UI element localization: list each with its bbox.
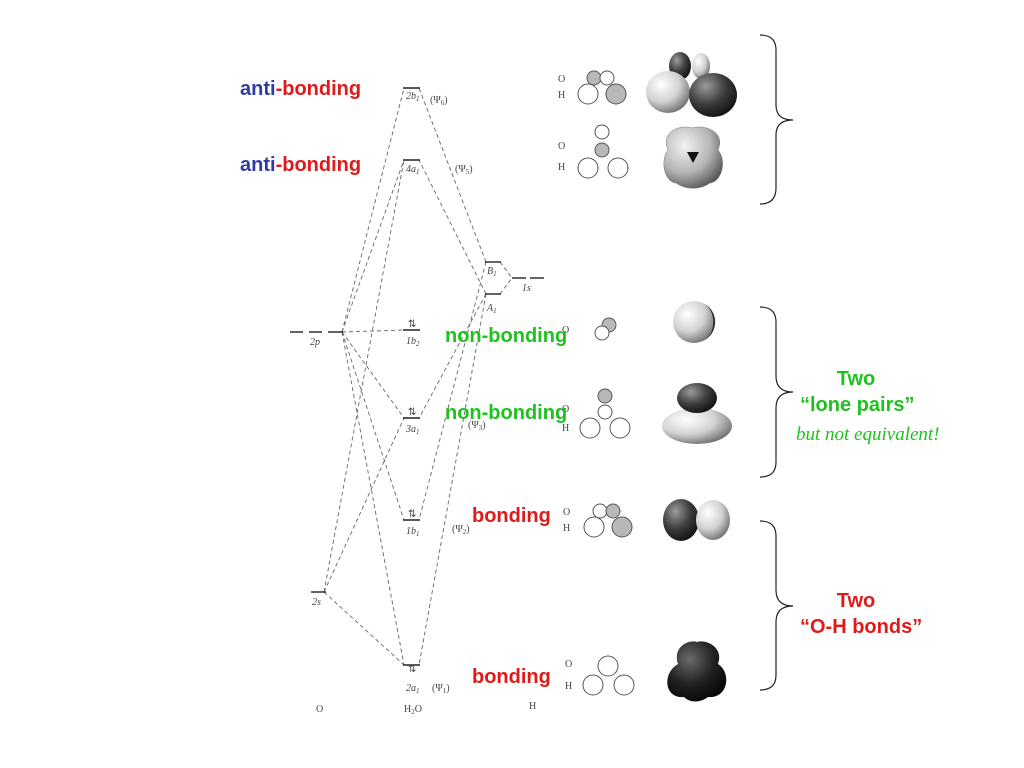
label-bonding-1b1: bonding: [472, 505, 551, 527]
mo-label-4a1: 4a1: [406, 164, 420, 176]
mo-level-labels: 2b1 (Ψ6) 4a1 (Ψ5) ⇅ 1b2 ⇅ 3a1 (Ψ3) ⇅ 1b1…: [310, 91, 536, 716]
brace-oh-bonds: [759, 520, 794, 691]
electron-pair-1b2: ⇅: [408, 319, 416, 330]
label-bonding-2a1: bonding: [472, 666, 551, 688]
orbital-3d-3a1: [662, 383, 732, 444]
svg-text:H: H: [565, 681, 572, 692]
mo-label-2a1: 2a1: [406, 683, 420, 695]
svg-text:H: H: [562, 423, 569, 434]
svg-text:O: O: [558, 141, 565, 152]
anti-prefix: anti: [240, 154, 276, 176]
label-nonbonding-3a1: non-bonding: [445, 402, 568, 424]
orbital-3d-4a1: [663, 126, 723, 189]
psi-label-5: (Ψ5): [455, 164, 473, 176]
bonding-word: bonding: [282, 78, 362, 100]
note-lone-pairs-line1: Two: [836, 368, 876, 390]
correlation-lines: [323, 87, 513, 666]
mo-label-1b1: 1b1: [406, 526, 420, 538]
note-not-equivalent: but not equivalent!: [796, 424, 940, 445]
mo-label-3a1: 3a1: [405, 424, 420, 436]
label-antibonding-4a1: anti-bonding: [240, 155, 361, 175]
note-lone-pairs: Two “lone pairs”: [800, 366, 915, 418]
brace-antibonding: [759, 34, 794, 205]
label-nonbonding-1b2: non-bonding: [445, 325, 568, 347]
schematic-4a1: O H: [558, 124, 629, 179]
svg-text:O: O: [562, 325, 569, 336]
h-b1-label: B1: [487, 266, 497, 278]
schematic-2a1: O H: [565, 655, 635, 696]
svg-text:O: O: [562, 404, 569, 415]
schematic-2b1: O H: [558, 70, 627, 105]
svg-text:O: O: [563, 507, 570, 518]
orbital-renderings: [646, 52, 737, 702]
svg-text:O: O: [558, 74, 565, 85]
note-oh-bonds-line1: Two: [836, 590, 876, 612]
label-antibonding-2b1: anti-bonding: [240, 79, 361, 99]
orbital-3d-2b1: [646, 52, 737, 117]
psi-label-2: (Ψ2): [452, 524, 470, 536]
energy-levels: [290, 87, 544, 666]
svg-text:H: H: [558, 162, 565, 173]
schematic-3a1: O H: [562, 388, 631, 439]
schematic-1b2: O: [562, 317, 617, 341]
svg-text:H: H: [563, 523, 570, 534]
orbital-schematics: O H O H O O H: [558, 70, 635, 696]
psi-label-3: (Ψ3): [468, 420, 486, 432]
svg-text:O: O: [565, 659, 572, 670]
note-oh-bonds-line2: “O-H bonds”: [800, 616, 923, 638]
dash: -: [275, 78, 283, 100]
axis-label-h2o: H2O: [404, 704, 422, 716]
electron-pair-2a1: ⇅: [408, 664, 416, 675]
orbital-3d-2a1: [667, 641, 727, 702]
bonding-word: bonding: [282, 154, 362, 176]
mo-label-2b1: 2b1: [406, 91, 420, 103]
o-2s-label: 2s: [312, 597, 321, 608]
note-lone-pairs-line2: “lone pairs”: [800, 394, 915, 416]
o-2p-label: 2p: [310, 337, 320, 348]
electron-pair-3a1: ⇅: [408, 407, 416, 418]
electron-pair-1b1: ⇅: [408, 509, 416, 520]
h-1s-label: 1s: [522, 283, 531, 294]
schematic-1b1: O H: [563, 503, 633, 538]
orbital-3d-1b1: [663, 499, 730, 541]
note-oh-bonds: Two “O-H bonds”: [800, 588, 923, 640]
axis-label-h: H: [529, 701, 536, 712]
h-a1-label: A1: [486, 303, 497, 315]
braces: [759, 34, 794, 691]
psi-label-6: (Ψ6): [430, 95, 448, 107]
axis-label-o: O: [316, 704, 323, 715]
brace-lone-pairs: [759, 306, 794, 478]
mo-label-1b2: 1b2: [406, 336, 420, 348]
psi-label-1: (Ψ1): [432, 683, 450, 695]
anti-prefix: anti: [240, 78, 276, 100]
dash: -: [275, 154, 283, 176]
orbital-3d-1b2: [673, 301, 716, 343]
svg-text:H: H: [558, 90, 565, 101]
